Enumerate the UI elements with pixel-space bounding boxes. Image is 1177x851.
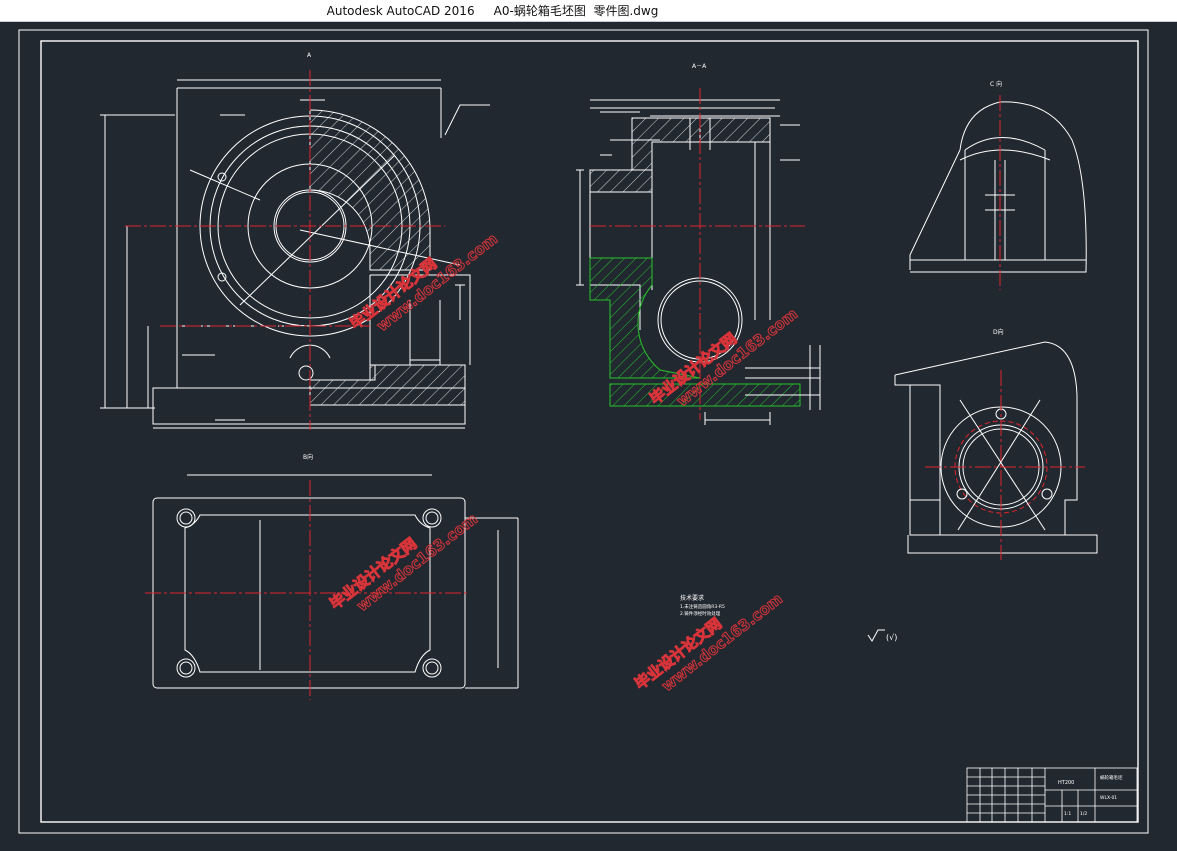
side-view-d[interactable]: D向 [894,328,1098,554]
notes-line2: 2.铸件须经时效处理 [680,610,721,617]
title-name: 蜗轮箱毛坯 [1100,774,1123,781]
side-view-c[interactable]: C 向 [909,80,1087,273]
title-ratio: 1:1 [1064,811,1071,817]
title-block: HT200 蜗轮箱毛坯 WLX-01 1:1 1/2 [966,767,1138,823]
window-titlebar: Autodesk AutoCAD 2016 A0-蜗轮箱毛坯图 零件图.dwg [0,0,1177,22]
side-c-label: C 向 [990,80,1002,88]
watermarks: 毕业设计论文网 www.doc163.com 毕业设计论文网 www.doc16… [326,229,802,695]
drawing-canvas[interactable]: A A－A [0,22,1177,846]
roughness-symbol: (√) [867,629,897,642]
section-view-a-a[interactable]: A－A [576,63,821,425]
drawing-frame [18,29,1149,834]
roughness-note: (√) [886,633,897,642]
title-sheet: 1/2 [1080,811,1087,817]
section-view-label: A－A [692,63,707,70]
bottom-view-b[interactable]: B向 [152,453,519,689]
front-view[interactable]: A [100,52,490,429]
notes-heading: 技术要求 [680,594,704,602]
bottom-view-label: B向 [303,453,313,461]
front-view-label: A [307,52,312,59]
title-drawing-no: WLX-01 [1100,795,1117,801]
title-material: HT200 [1058,780,1074,786]
side-d-label: D向 [993,328,1004,336]
notes-line1: 1.未注铸造圆角R3-R5 [680,603,725,610]
technical-notes: 技术要求 1.未注铸造圆角R3-R5 2.铸件须经时效处理 [680,594,725,617]
window-title: Autodesk AutoCAD 2016 A0-蜗轮箱毛坯图 零件图.dwg [326,4,659,18]
center-lines [125,70,1085,700]
